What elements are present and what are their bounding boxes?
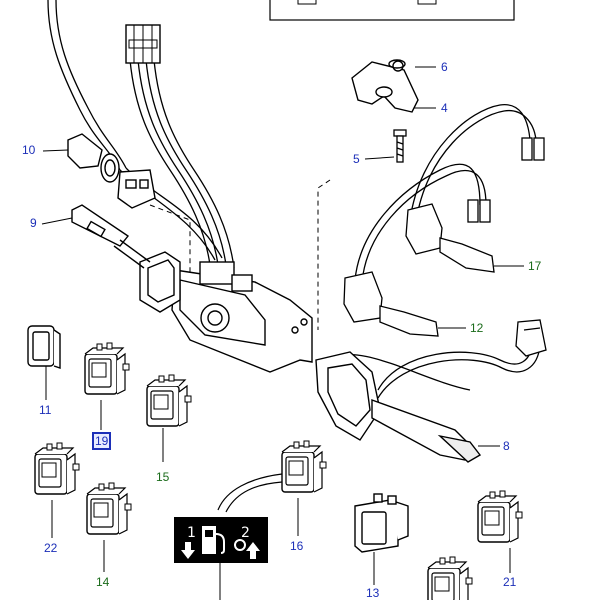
callout-19[interactable]: 19 xyxy=(92,432,112,450)
stalk-8 xyxy=(315,351,482,463)
callout-5[interactable]: 5 xyxy=(353,152,360,166)
part-20-switch xyxy=(427,556,473,605)
callout-8[interactable]: 8 xyxy=(503,439,510,453)
callout-11[interactable]: 11 xyxy=(39,403,52,417)
panel-callout-2: 2 xyxy=(241,525,250,541)
part-4-clamp xyxy=(351,59,419,113)
main-assembly xyxy=(139,251,313,373)
main-harness xyxy=(47,0,235,269)
callout-9[interactable]: 9 xyxy=(30,216,37,230)
stalk-9 xyxy=(71,204,151,269)
down-arrow-icon xyxy=(181,542,195,559)
part-15-switch xyxy=(146,374,192,427)
callout-16[interactable]: 16 xyxy=(290,539,304,553)
callout-13[interactable]: 13 xyxy=(366,586,380,600)
callout-22[interactable]: 22 xyxy=(44,541,58,555)
right-harness xyxy=(324,104,541,399)
right-switches xyxy=(343,137,547,357)
callout-15[interactable]: 15 xyxy=(156,470,170,484)
panel-callout-1: 1 xyxy=(187,525,196,541)
part-16-switch xyxy=(281,440,327,493)
part-21-switch xyxy=(477,490,523,543)
part-13 xyxy=(354,493,409,553)
leader-lines xyxy=(41,66,524,600)
top-box xyxy=(269,0,515,21)
wires-16 xyxy=(217,473,283,513)
part-5-screw xyxy=(393,129,407,163)
callout-4[interactable]: 4 xyxy=(441,101,448,115)
part-11 xyxy=(27,325,61,369)
callout-10[interactable]: 10 xyxy=(22,143,36,157)
part-22-switch xyxy=(34,442,80,495)
leader-dashes xyxy=(149,179,331,330)
fuel-panel: 1 2 xyxy=(174,517,268,563)
callout-17[interactable]: 17 xyxy=(528,259,542,273)
callout-14[interactable]: 14 xyxy=(96,575,110,589)
part-10 xyxy=(67,133,156,209)
part-19-switch xyxy=(84,342,130,395)
top-connector xyxy=(125,24,161,64)
callout-12[interactable]: 12 xyxy=(470,321,484,335)
part-14-switch xyxy=(86,482,132,535)
callout-21[interactable]: 21 xyxy=(503,575,517,589)
up-arrow-icon xyxy=(246,542,260,559)
callout-6[interactable]: 6 xyxy=(441,60,448,74)
